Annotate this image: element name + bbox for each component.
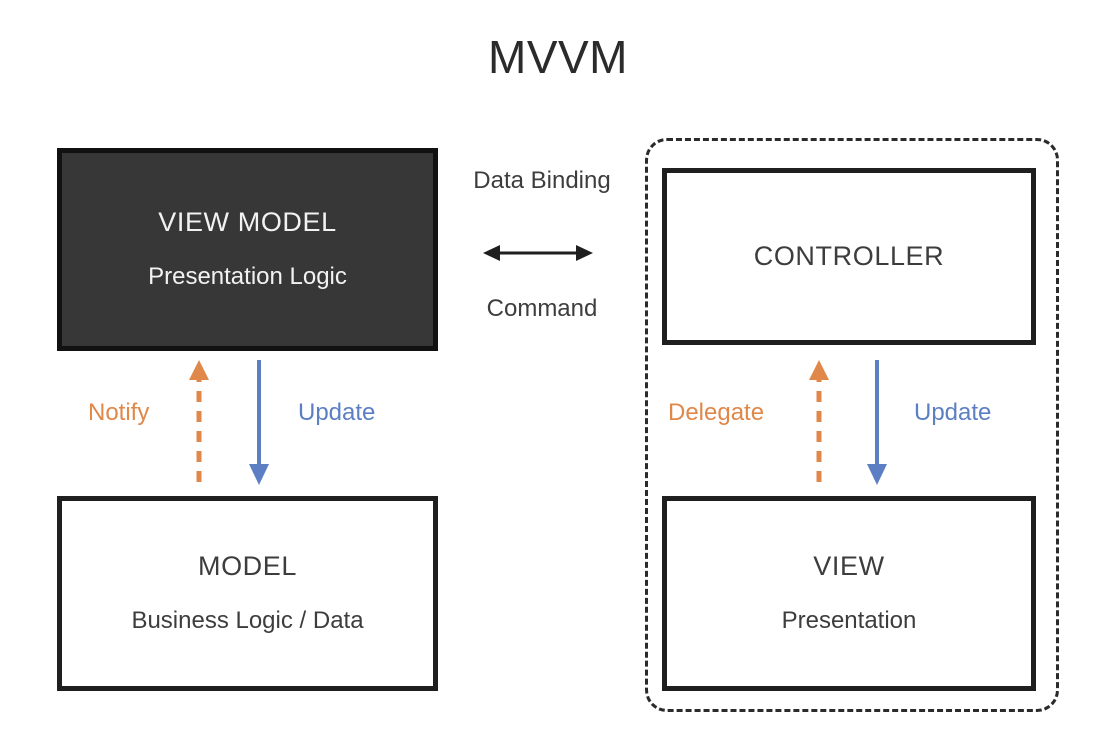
model-title: MODEL <box>197 551 298 582</box>
model-subtitle: Business Logic / Data <box>131 607 364 635</box>
view-title: VIEW <box>813 551 885 582</box>
view-subtitle: Presentation <box>781 607 917 635</box>
update-solid-down-arrow-icon <box>249 360 269 485</box>
data-binding-label: Data Binding <box>473 167 611 194</box>
view-model-model-flows: Notify Update <box>88 360 388 490</box>
controller-title: CONTROLLER <box>753 240 945 271</box>
page-title: MVVM <box>488 31 628 83</box>
dashed-group-container <box>645 138 1059 712</box>
command-label: Command <box>486 295 598 322</box>
model-box: MODEL Business Logic / Data <box>57 496 438 691</box>
double-headed-arrow-icon <box>483 245 593 261</box>
notify-label: Notify <box>88 399 150 426</box>
view-model-box: VIEW MODEL Presentation Logic <box>57 148 438 351</box>
view-box: VIEW Presentation <box>662 496 1036 691</box>
notify-dashed-up-arrow-icon <box>189 360 209 482</box>
delegate-label: Delegate <box>668 399 765 426</box>
controller-box: CONTROLLER <box>662 168 1036 345</box>
view-model-title: VIEW MODEL <box>158 207 337 238</box>
update-label-left: Update <box>298 399 376 426</box>
controller-view-flows: Delegate Update <box>668 360 1028 490</box>
update-solid-down-arrow-icon-right <box>867 360 887 485</box>
update-label-right: Update <box>914 399 992 426</box>
data-binding-command-group: Data Binding Command <box>443 167 641 338</box>
delegate-dashed-up-arrow-icon <box>809 360 829 482</box>
view-model-subtitle: Presentation Logic <box>148 263 347 291</box>
